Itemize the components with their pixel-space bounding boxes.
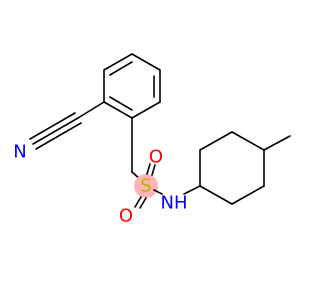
bond bbox=[103, 53, 133, 71]
bond bbox=[103, 101, 133, 119]
bond bbox=[109, 96, 133, 111]
molecule-structure: N S O O NH bbox=[13, 53, 291, 227]
atom-label-amide-nh: NH bbox=[161, 193, 188, 214]
bond bbox=[131, 101, 161, 119]
bond bbox=[199, 185, 233, 205]
bond bbox=[153, 189, 163, 195]
nitrile-group: N bbox=[13, 101, 105, 163]
bond bbox=[32, 117, 79, 145]
bond bbox=[146, 163, 151, 175]
bond bbox=[134, 196, 142, 208]
sulfur-highlight bbox=[134, 174, 158, 198]
atom-label-cyano-n: N bbox=[13, 142, 26, 163]
atom-label-oxygen-bottom: O bbox=[119, 206, 133, 227]
bond bbox=[35, 122, 82, 150]
atom-label-oxygen-top: O bbox=[149, 147, 163, 168]
bond bbox=[139, 197, 147, 209]
cyclohexane-ring bbox=[183, 131, 265, 205]
bond bbox=[109, 61, 133, 76]
bond bbox=[29, 112, 76, 140]
bond bbox=[77, 101, 105, 119]
methyl-group bbox=[263, 135, 291, 151]
bond bbox=[151, 164, 156, 176]
bond bbox=[183, 185, 201, 195]
bond bbox=[231, 185, 265, 205]
bond bbox=[131, 53, 161, 71]
sulfonamide-group: S O O NH bbox=[119, 117, 188, 227]
atom-label-sulfur: S bbox=[140, 176, 151, 197]
bond bbox=[263, 135, 291, 151]
benzene-ring bbox=[103, 53, 161, 119]
bond bbox=[199, 131, 233, 151]
bond bbox=[231, 131, 265, 151]
